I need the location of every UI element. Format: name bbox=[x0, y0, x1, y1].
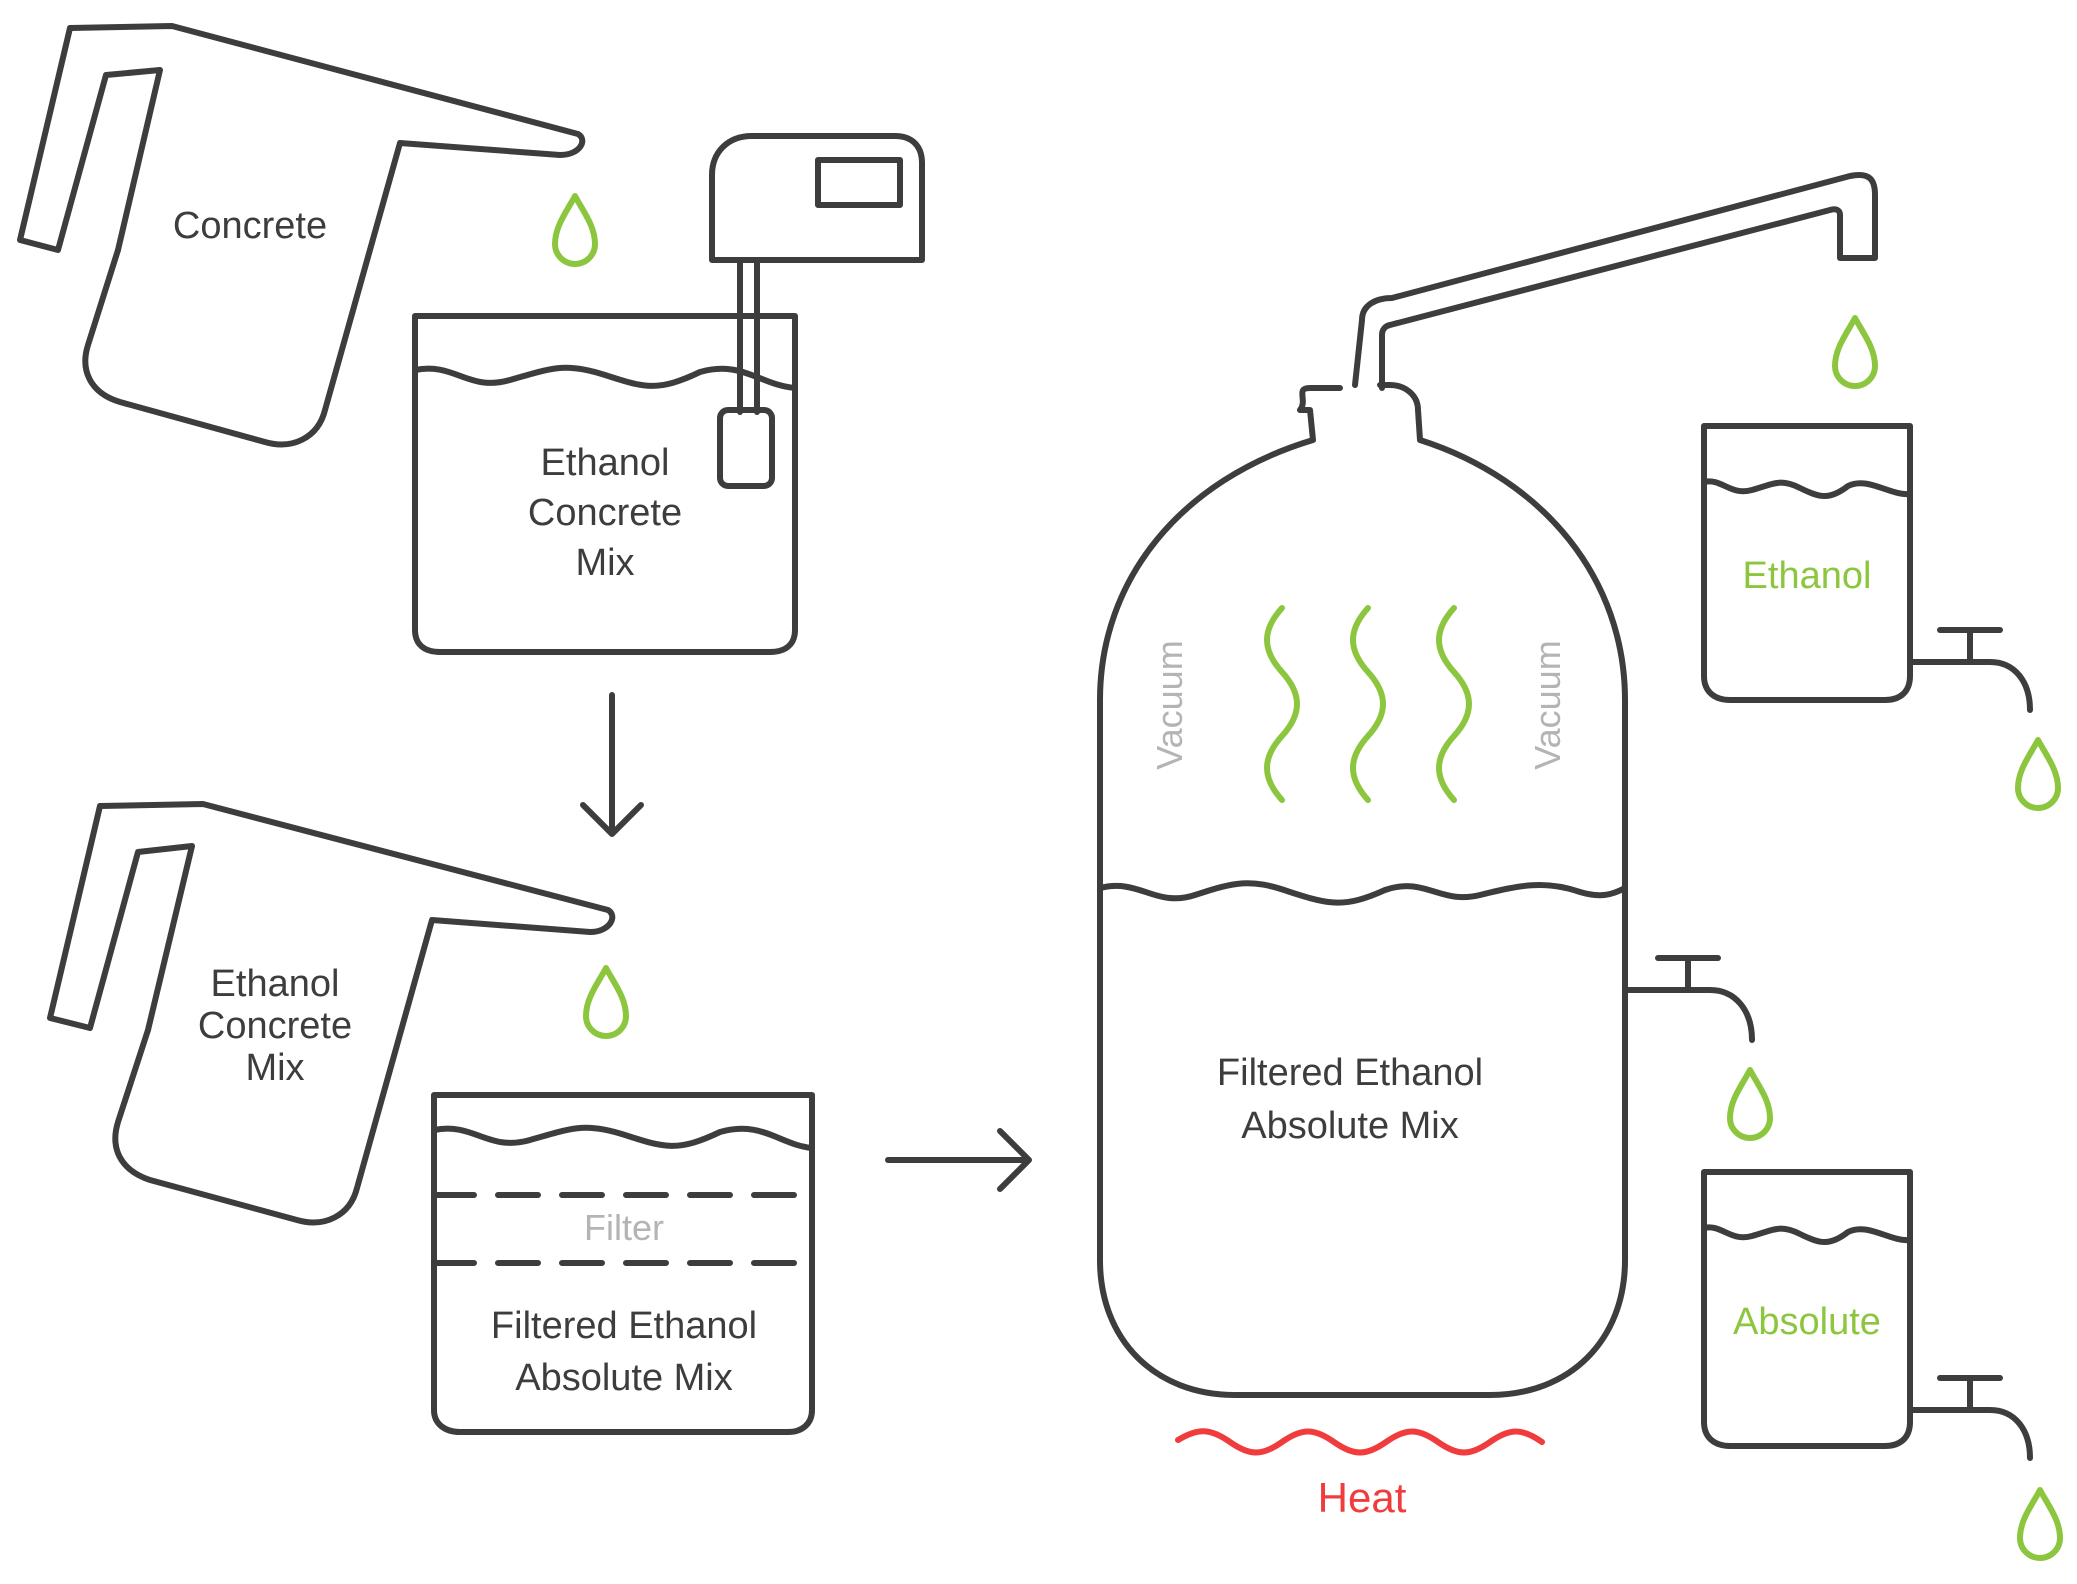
tank-tap-icon bbox=[1622, 955, 1755, 1043]
absolute-cup: Absolute bbox=[1701, 1169, 1913, 1449]
pitcher-concrete: Concrete bbox=[17, 23, 586, 448]
hand-mixer bbox=[709, 133, 925, 489]
mix-label-2: Concrete bbox=[528, 492, 682, 534]
mixing-beaker: Ethanol Concrete Mix bbox=[412, 313, 798, 655]
filter-label: Filter bbox=[584, 1207, 664, 1248]
drop-icon bbox=[586, 968, 626, 1036]
vapor-waves bbox=[1264, 605, 1472, 803]
jug2-label-2: Concrete bbox=[198, 1005, 352, 1047]
distillation-tank: Filtered Ethanol Absolute Mix Vacuum Vac… bbox=[1097, 172, 1878, 1398]
drop-icon bbox=[1730, 1070, 1770, 1138]
heat-label: Heat bbox=[1318, 1474, 1407, 1521]
jug2-label-1: Ethanol bbox=[211, 963, 340, 1005]
absolute-tap-icon bbox=[1907, 1375, 2033, 1461]
mix-label-3: Mix bbox=[575, 542, 634, 584]
filtered-label-2: Absolute Mix bbox=[515, 1357, 733, 1399]
heat-wave bbox=[1175, 1428, 1545, 1456]
vacuum-left-label: Vacuum bbox=[1149, 640, 1190, 769]
drop-icon bbox=[2020, 1490, 2060, 1558]
jug2-label-3: Mix bbox=[245, 1047, 304, 1089]
drop-icon bbox=[1835, 318, 1875, 386]
tank-label-2: Absolute Mix bbox=[1241, 1105, 1459, 1147]
absolute-label: Absolute bbox=[1733, 1301, 1881, 1343]
concrete-label: Concrete bbox=[173, 205, 327, 247]
mix-label-1: Ethanol bbox=[541, 442, 670, 484]
filtered-label-1: Filtered Ethanol bbox=[491, 1305, 757, 1347]
pitcher-mix: Ethanol Concrete Mix bbox=[47, 801, 616, 1226]
filter-beaker: Filter Filtered Ethanol Absolute Mix bbox=[431, 1092, 815, 1435]
ethanol-cup: Ethanol bbox=[1701, 423, 1913, 703]
ethanol-tap-icon bbox=[1907, 627, 2033, 713]
vacuum-right-label: Vacuum bbox=[1527, 640, 1568, 769]
ethanol-label: Ethanol bbox=[1743, 555, 1872, 597]
tank-label-1: Filtered Ethanol bbox=[1217, 1052, 1483, 1094]
arrow-head-icon bbox=[580, 802, 644, 837]
arrow-head-icon bbox=[997, 1128, 1032, 1192]
drop-icon bbox=[555, 196, 595, 264]
drop-icon bbox=[2018, 740, 2058, 808]
